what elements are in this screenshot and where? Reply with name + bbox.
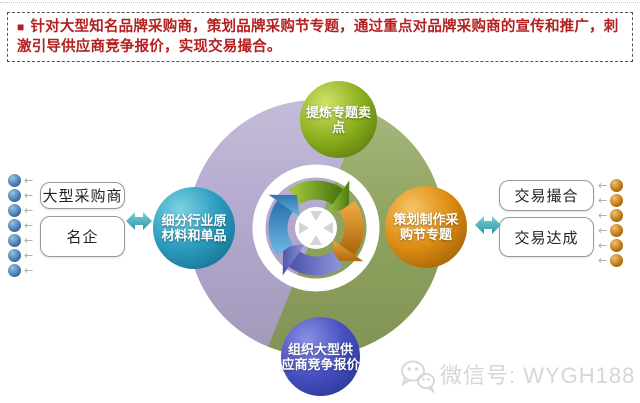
- hub-chevrons-icon: [299, 211, 333, 245]
- node-label-line: 组织大型供: [287, 341, 353, 357]
- purple-arrow-head: [282, 244, 305, 276]
- wechat-id-watermark: 微信号: WYGH188: [440, 363, 636, 388]
- orange-arrow-head: [332, 239, 364, 262]
- blue-sphere-bullet-icon: [8, 219, 21, 232]
- bullet-row: ←: [595, 238, 624, 253]
- small-left-arrow-icon: ←: [24, 219, 34, 232]
- box-large-buyers: 大型采购商: [40, 182, 125, 209]
- small-left-arrow-icon: ←: [24, 234, 34, 247]
- node-plan-festival-topic: 策划制作采购节专题: [385, 186, 467, 268]
- bullet-row: ←: [8, 173, 36, 188]
- node-refine-selling-points: 提炼专题卖点: [300, 81, 377, 158]
- bullet-row: ←: [8, 188, 36, 203]
- blue-sphere-bullet-icon: [8, 204, 21, 217]
- box-label: 交易撮合: [514, 188, 579, 205]
- small-left-arrow-icon: ←: [598, 224, 608, 237]
- blue-sphere-bullet-icon: [8, 234, 21, 247]
- orange-sphere-bullet-icon: [610, 179, 624, 192]
- small-left-arrow-icon: ←: [24, 249, 34, 262]
- node-organize-bidding: 组织大型供应商竞争报价: [281, 317, 360, 396]
- bullet-row: ←: [595, 193, 624, 208]
- header-note: ■针对大型知名品牌采购商，策划品牌采购节专题，通过重点对品牌采购商的宣传和推广，…: [7, 12, 633, 62]
- box-deal-closed: 交易达成: [499, 217, 594, 257]
- box-label: 大型采购商: [42, 188, 123, 205]
- box-deal-matching: 交易撮合: [499, 180, 594, 211]
- node-segment-materials: 细分行业原材料和单品: [153, 187, 235, 269]
- cycle-arrows-icon: [252, 164, 380, 292]
- orange-arrow-arc: [339, 200, 364, 256]
- node-label-line: 材料和单品: [161, 228, 227, 243]
- orange-sphere-bullet-icon: [610, 209, 624, 222]
- green-arrow-head: [327, 180, 350, 212]
- node-label-line: 购节专题: [399, 227, 452, 242]
- wechat-icon: [401, 360, 435, 393]
- small-left-arrow-icon: ←: [598, 179, 608, 192]
- right-double-arrow-icon: [475, 216, 501, 234]
- bullet-row: ←: [8, 203, 36, 218]
- bullet-row: ←: [595, 178, 624, 193]
- white-ring: [252, 164, 380, 292]
- node-label-line: 细分行业原: [161, 213, 227, 228]
- green-arrow-arc: [288, 180, 344, 205]
- small-left-arrow-icon: ←: [598, 209, 608, 222]
- box-label: 交易达成: [514, 229, 579, 247]
- blue-sphere-bullet-icon: [8, 174, 21, 187]
- bullet-row: ←: [8, 263, 36, 278]
- box-label: 名企: [66, 229, 99, 246]
- blue-sphere-bullet-icon: [8, 189, 21, 202]
- buyer-bullet-list: ← ← ← ← ← ← ←: [8, 173, 36, 278]
- small-left-arrow-icon: ←: [598, 194, 608, 207]
- bullet-row: ←: [595, 253, 624, 268]
- bullet-row: ←: [595, 208, 624, 223]
- blue-arrow-arc: [268, 200, 293, 256]
- deal-bullet-list: ← ← ← ← ← ←: [595, 178, 624, 268]
- small-left-arrow-icon: ←: [24, 189, 34, 202]
- small-left-arrow-icon: ←: [24, 174, 34, 187]
- blue-sphere-bullet-icon: [8, 264, 21, 277]
- small-left-arrow-icon: ←: [598, 239, 608, 252]
- bullet-row: ←: [595, 223, 624, 238]
- orange-sphere-bullet-icon: [610, 239, 624, 252]
- header-note-text: 针对大型知名品牌采购商，策划品牌采购节专题，通过重点对品牌采购商的宣传和推广，刺…: [17, 19, 619, 55]
- small-left-arrow-icon: ←: [24, 264, 34, 277]
- node-label-line: 应商竞争报价: [281, 356, 360, 372]
- box-famous-companies: 名企: [40, 216, 125, 257]
- orange-sphere-bullet-icon: [610, 224, 624, 237]
- purple-arrow-arc: [288, 251, 344, 276]
- hub-circle: [295, 207, 337, 249]
- square-bullet-icon: ■: [17, 20, 25, 34]
- left-double-arrow-icon: [126, 212, 152, 230]
- bullet-row: ←: [8, 233, 36, 248]
- node-label-line: 策划制作采: [393, 212, 459, 227]
- top-dotted-divider: [0, 2, 640, 3]
- node-label-line: 提炼专题卖点: [305, 104, 371, 135]
- small-left-arrow-icon: ←: [24, 204, 34, 217]
- small-left-arrow-icon: ←: [598, 254, 608, 267]
- bullet-row: ←: [8, 218, 36, 233]
- orange-sphere-bullet-icon: [610, 194, 624, 207]
- orange-sphere-bullet-icon: [610, 254, 624, 267]
- blue-sphere-bullet-icon: [8, 249, 21, 262]
- bullet-row: ←: [8, 248, 36, 263]
